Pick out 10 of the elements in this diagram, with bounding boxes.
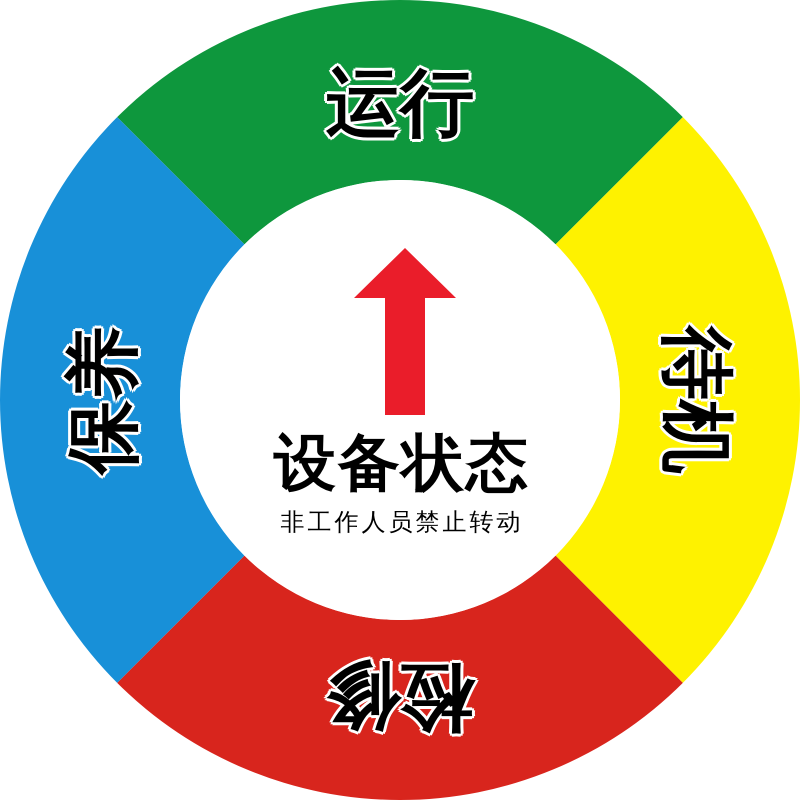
status-label: 待机 [660, 326, 734, 474]
status-label: 保养 [66, 326, 140, 474]
status-segment [117, 555, 683, 800]
heading-text: 设备状态 [274, 432, 530, 494]
status-segment [117, 0, 683, 245]
status-label: 检修 [326, 660, 474, 734]
notice-text: 非工作人员禁止转动 [280, 510, 524, 534]
status-segment [555, 117, 800, 683]
status-segment [0, 117, 245, 683]
status-label: 运行 [326, 66, 474, 140]
